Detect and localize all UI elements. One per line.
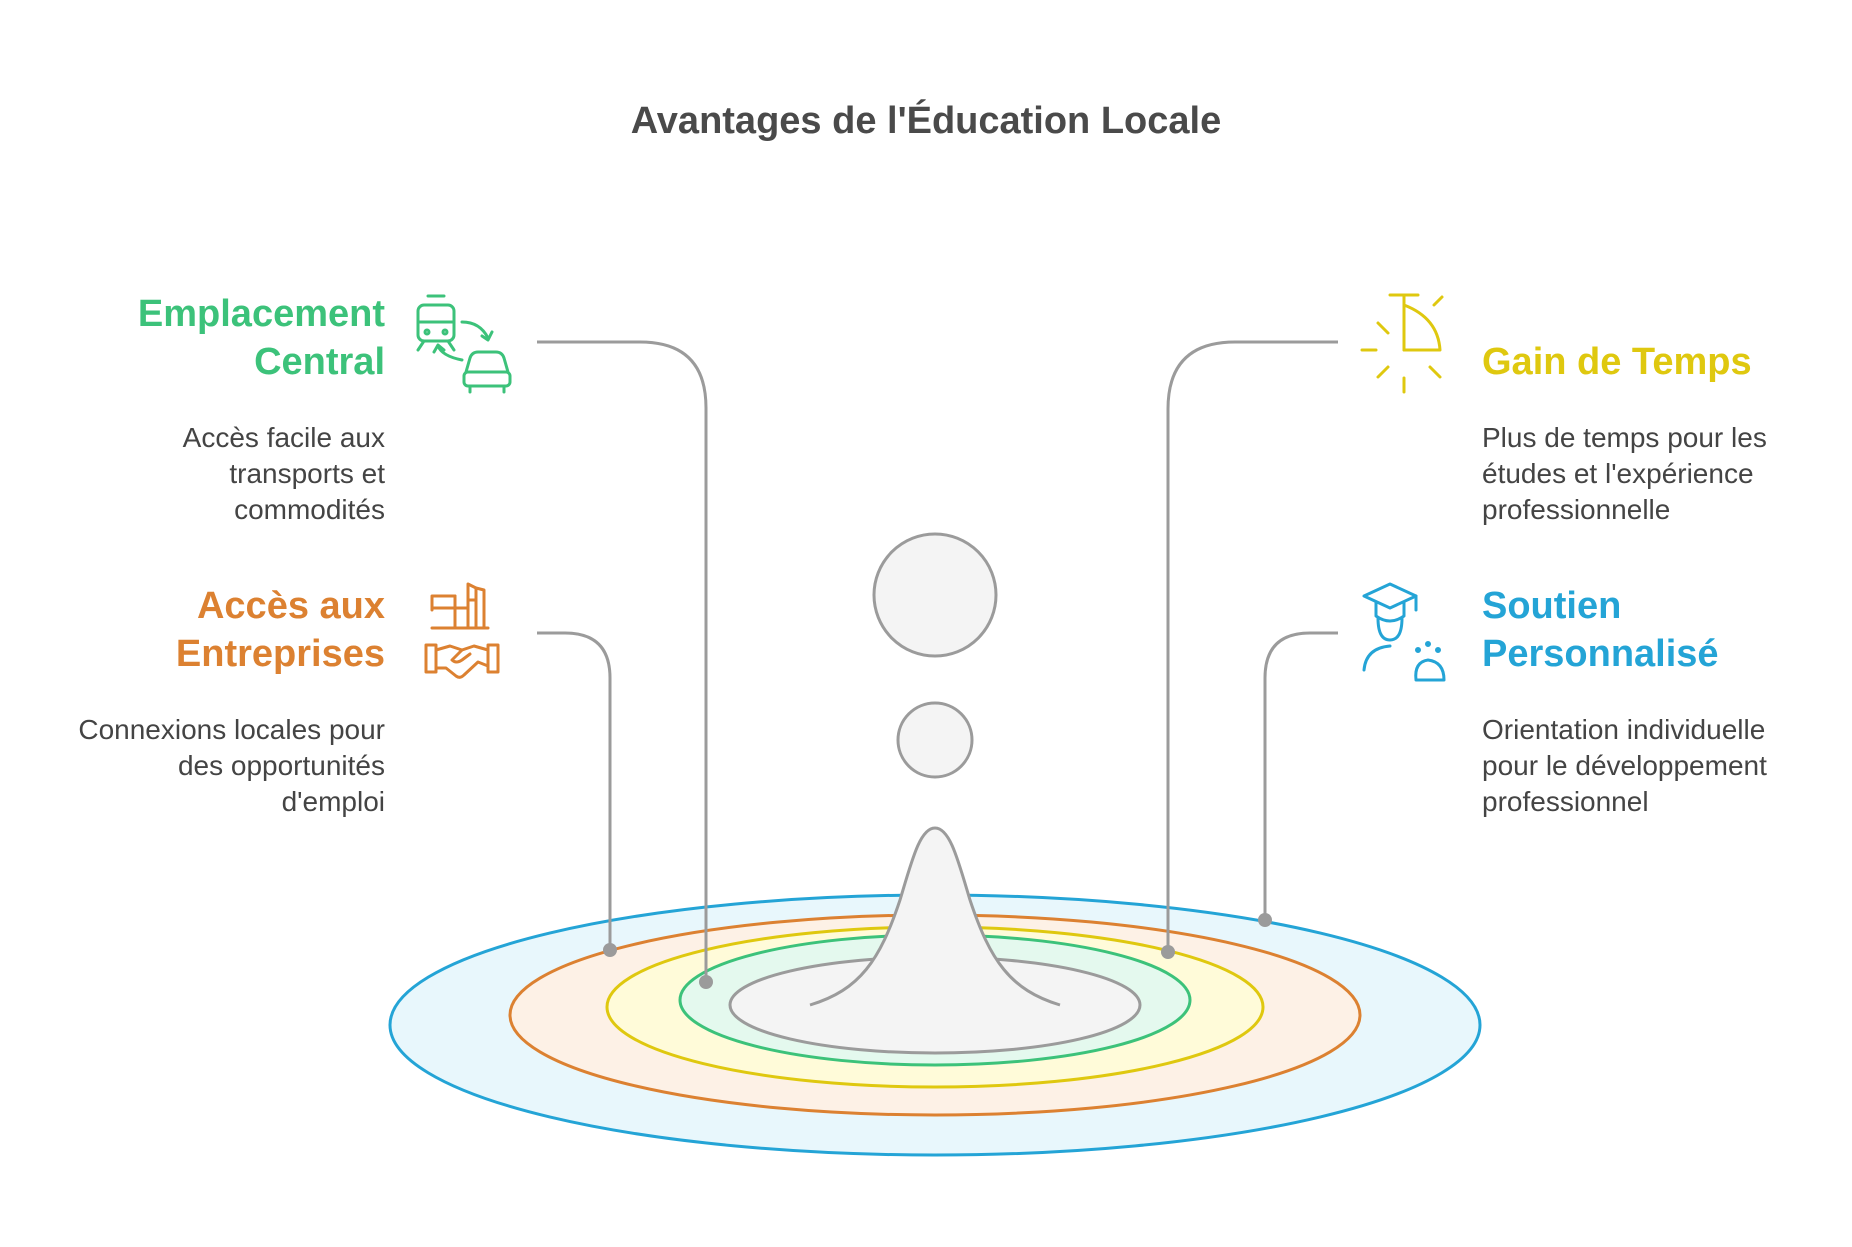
connector-acces xyxy=(537,631,612,950)
emplacement-title-line2: Central xyxy=(254,341,385,383)
connector-gain xyxy=(1166,340,1338,952)
emplacement-description: Accès facile aux transports et commodité… xyxy=(0,420,385,528)
gain-description: Plus de temps pour les études et l'expér… xyxy=(1482,420,1842,528)
connector-dot-gain xyxy=(1161,945,1175,959)
page-title: Avantages de l'Éducation Locale xyxy=(630,100,1222,142)
emplacement-desc-line2: transports et xyxy=(229,458,385,489)
droplet-small xyxy=(896,701,974,779)
gain-desc-line2: études et l'expérience xyxy=(1482,458,1754,489)
droplet-large xyxy=(872,532,998,658)
connector-dot-acces xyxy=(603,943,617,957)
emplacement-desc-line1: Accès facile aux xyxy=(182,422,385,453)
acces-title-line2: Entreprises xyxy=(175,633,385,675)
gain-desc-line3: professionnelle xyxy=(1482,494,1671,525)
soutien-desc-line1: Orientation individuelle xyxy=(1482,714,1766,745)
connector-dot-emplacement xyxy=(699,975,713,989)
soutien-desc-line2: pour le développement xyxy=(1482,750,1767,781)
soutien-title: Soutien Personnalisé xyxy=(1482,582,1842,678)
splash-peak xyxy=(809,826,1061,1007)
handshake-building-icon xyxy=(424,582,500,679)
emplacement-title-line1: Emplacement xyxy=(137,293,385,335)
emplacement-desc-line3: commodités xyxy=(234,494,385,525)
acces-title-line1: Accès aux xyxy=(196,585,385,627)
connector-dot-soutien xyxy=(1258,913,1272,927)
acces-description: Connexions locales pour des opportunités… xyxy=(0,712,385,820)
soutien-title-line2: Personnalisé xyxy=(1482,633,1719,675)
acces-title: Accès aux Entreprises xyxy=(0,582,385,678)
graduate-support-icon xyxy=(1362,582,1446,682)
acces-desc-line2: des opportunités xyxy=(177,750,385,781)
acces-desc-line1: Connexions locales pour xyxy=(78,714,385,745)
emplacement-title: Emplacement Central xyxy=(0,290,385,386)
soutien-desc-line3: professionnel xyxy=(1482,786,1649,817)
soutien-description: Orientation individuelle pour le dévelop… xyxy=(1482,712,1842,820)
gain-title: Gain de Temps xyxy=(1482,338,1842,386)
sundial-icon xyxy=(1360,293,1444,394)
gain-title-line1: Gain de Temps xyxy=(1482,341,1752,383)
gain-desc-line1: Plus de temps pour les xyxy=(1482,422,1767,453)
soutien-title-line1: Soutien xyxy=(1482,585,1622,627)
connector-soutien xyxy=(1263,631,1338,920)
transport-icon xyxy=(416,294,512,394)
connector-emplacement xyxy=(537,340,708,982)
acces-desc-line3: d'emploi xyxy=(281,786,385,817)
